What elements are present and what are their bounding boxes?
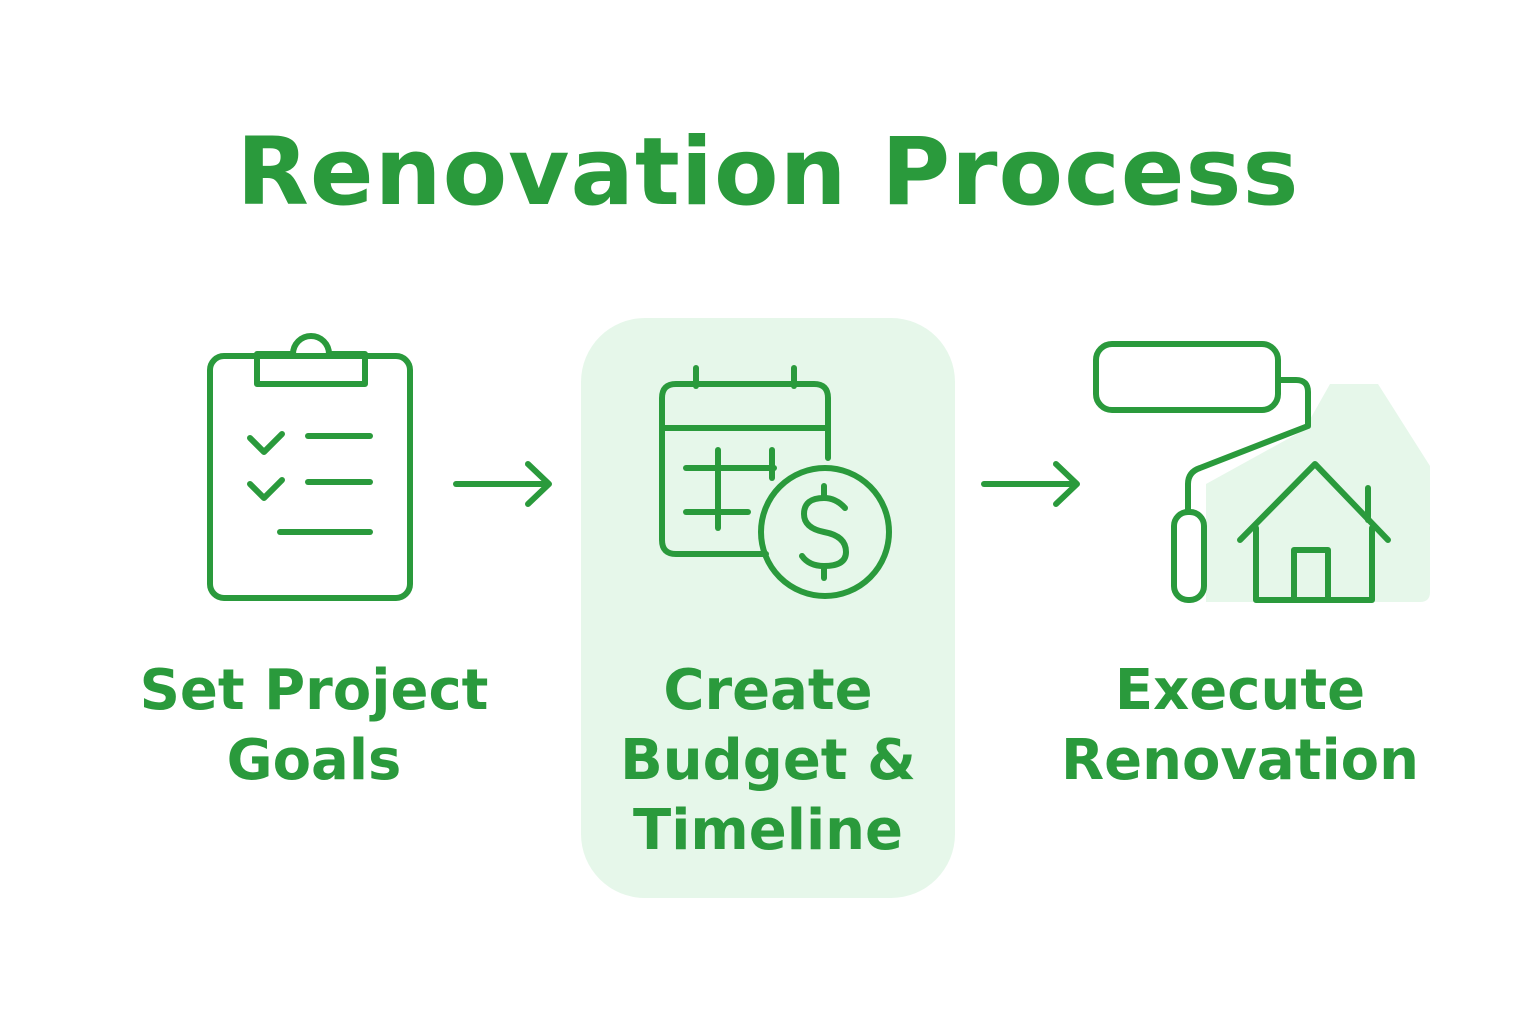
step-label-line: Set Project [139, 658, 489, 723]
step-label-execute-renovation: Execute Renovation [1040, 656, 1440, 796]
step-label-line: Timeline [633, 798, 903, 863]
step-label-line: Goals [226, 728, 402, 793]
arrow-right-icon [981, 461, 1080, 507]
calendar-dollar-icon [659, 365, 892, 599]
step-label-line: Create [663, 658, 873, 723]
step-label-line: Renovation [1060, 728, 1420, 793]
step-label-create-budget-timeline: Create Budget & Timeline [581, 656, 955, 866]
clipboard-checklist-icon [207, 333, 413, 601]
paint-roller-house-icon [1093, 341, 1430, 603]
diagram-title: Renovation Process [236, 118, 1300, 227]
highlighted-step-card [581, 318, 955, 898]
step-label-line: Execute [1114, 658, 1366, 723]
arrow-right-icon [453, 461, 552, 507]
step-label-line: Budget & [620, 728, 916, 793]
step-label-set-project-goals: Set Project Goals [114, 656, 514, 796]
